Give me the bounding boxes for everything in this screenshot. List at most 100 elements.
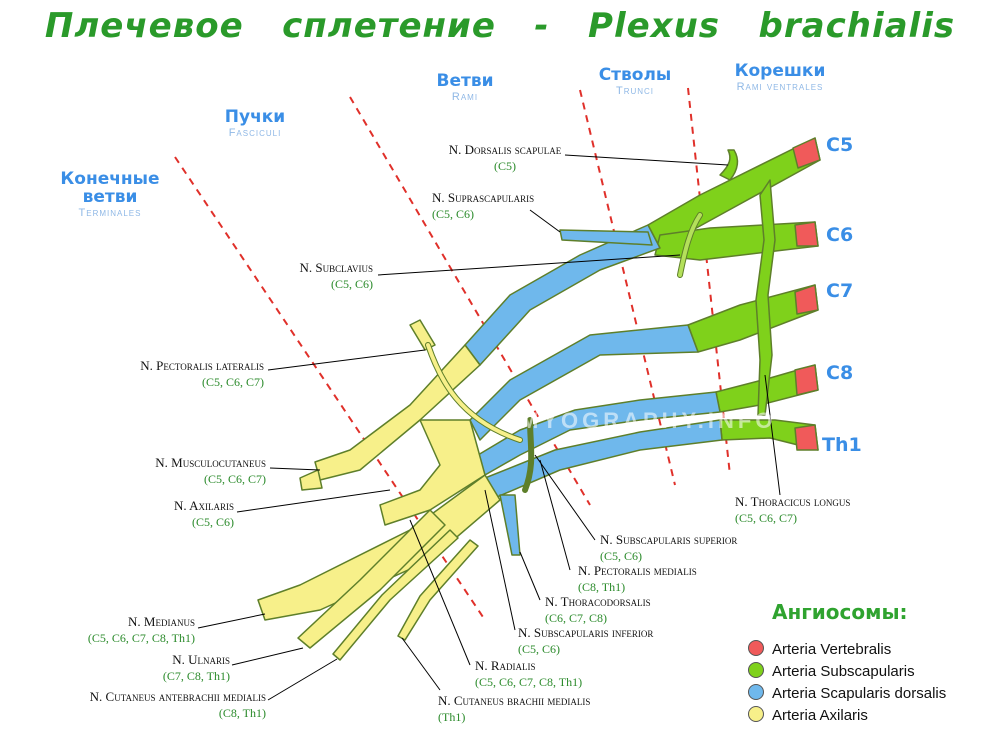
- label-pectoralis-lateralis-roots: (C5, C6, C7): [201, 375, 264, 389]
- legend-label-subscapularis: Arteria Subscapularis: [772, 663, 915, 680]
- legend-item-vertebralis: Arteria Vertebralis: [748, 640, 891, 658]
- legend-label-vertebralis: Arteria Vertebralis: [772, 641, 892, 658]
- ulnaris-branch: [297, 509, 446, 649]
- legend-swatch-scapularis-dorsalis: [748, 684, 764, 700]
- label-axilaris-roots: (C5, C6): [192, 515, 234, 529]
- cutaneus-brachii-branch: [397, 539, 479, 641]
- label-suprascapularis-roots: (C5, C6): [432, 207, 474, 221]
- root-label-th1: Th1: [822, 434, 862, 456]
- label-subscap-superior-name: N. Subscapularis superior: [600, 532, 738, 547]
- leader-subclavius: [377, 254, 681, 276]
- label-radialis-name: N. Radialis: [475, 658, 536, 673]
- label-subscap-inferior-name: N. Subscapularis inferior: [518, 625, 654, 640]
- legend-item-scapularis-dorsalis: Arteria Scapularis dorsalis: [748, 684, 946, 702]
- thin-branches-inner-yellow: [426, 343, 522, 442]
- pectoralis-medialis-nerve: [522, 417, 535, 493]
- musculocutaneus-end: [299, 469, 323, 491]
- page-title: Плечевое сплетение - Plexus brachialis: [44, 6, 956, 46]
- label-medianus: N. Medianus (C5, C6, C7, C8, Th1): [30, 614, 195, 646]
- label-dorsalis-scapulae-roots: (C5): [494, 159, 516, 173]
- thin-branches-inner: [678, 213, 702, 277]
- header-trunci-sub: Trunci: [615, 85, 655, 97]
- leader-musculocutaneus: [269, 467, 321, 471]
- leader-radialis: [409, 519, 471, 666]
- label-pectoralis-lateralis-name: N. Pectoralis lateralis: [140, 358, 264, 373]
- root-c7-tip: [794, 284, 819, 315]
- root-label-c8: C8: [826, 362, 854, 384]
- label-medianus-roots: (C5, C6, C7, C8, Th1): [87, 631, 195, 645]
- leader-medianus: [197, 613, 266, 629]
- legend-label-scapularis-dorsalis: Arteria Scapularis dorsalis: [772, 685, 947, 702]
- leader-subscap-superior: [534, 454, 596, 541]
- subclavius-nerve-inner: [678, 213, 702, 277]
- leader-cutaneus-brachii: [401, 637, 441, 691]
- suprascapularis-nerve: [559, 229, 653, 246]
- leader-dorsalis-scapulae: [564, 154, 729, 166]
- label-thoracicus-longus-name: N. Thoracicus longus: [735, 494, 851, 509]
- middle-trunk-cord: [469, 324, 699, 441]
- label-subclavius-name: N. Subclavius: [299, 260, 373, 275]
- label-medianus-name: N. Medianus: [128, 614, 195, 629]
- leader-thoracicus-longus: [764, 374, 781, 496]
- axilaris-zone: [257, 319, 501, 661]
- label-thoracicus-longus: N. Thoracicus longus (C5, C6, C7): [735, 494, 850, 526]
- header-trunci: Стволы Trunci: [580, 66, 690, 98]
- legend-swatch-subscapularis: [748, 662, 764, 678]
- label-thoracodorsalis-name: N. Thoracodorsalis: [545, 594, 651, 609]
- label-subscap-inferior: N. Subscapularis inferior (C5, C6): [518, 625, 653, 657]
- legend-item-axilaris: Arteria Axilaris: [748, 706, 868, 724]
- label-subscap-superior: N. Subscapularis superior (C5, C6): [600, 532, 737, 564]
- cutaneus-antebrachii-branch: [332, 529, 459, 661]
- label-ulnaris-name: N. Ulnaris: [172, 652, 230, 667]
- label-pectoralis-medialis-roots: (C8, Th1): [578, 580, 626, 594]
- header-roots-title: Корешки: [734, 61, 826, 81]
- header-fasciculi-sub: Fasciculi: [228, 127, 282, 139]
- label-axilaris: N. Axilaris (C5, C6): [110, 498, 234, 530]
- label-dorsalis-scapulae-name: N. Dorsalis scapulae: [448, 142, 562, 157]
- leader-pectoralis-medialis: [539, 459, 571, 571]
- header-terminal-sub: Terminales: [78, 207, 142, 219]
- header-roots-sub: Rami ventrales: [736, 81, 824, 93]
- legend-label-axilaris: Arteria Axilaris: [772, 707, 868, 724]
- label-radialis: N. Radialis (C5, C6, C7, C8, Th1): [475, 658, 582, 690]
- root-c5-tip: [792, 137, 821, 169]
- pectoral-loop-inner: [426, 343, 522, 442]
- label-suprascapularis-name: N. Suprascapularis: [432, 190, 535, 205]
- leader-suprascapularis: [529, 209, 561, 233]
- label-cutaneus-brachii: N. Cutaneus brachii medialis (Th1): [438, 693, 590, 725]
- label-thoracicus-longus-roots: (C5, C6, C7): [735, 511, 798, 525]
- label-cutaneus-antebrachii: N. Cutaneus antebrachii medialis (C8, Th…: [10, 689, 266, 721]
- dorsalis-scapulae-nerve: [719, 149, 739, 181]
- label-ulnaris: N. Ulnaris (C7, C8, Th1): [100, 652, 230, 684]
- legend-title: Ангиосомы:: [772, 600, 908, 624]
- root-label-c7: C7: [826, 280, 854, 302]
- medianus-branch: [257, 474, 501, 621]
- leader-thoracodorsalis: [519, 551, 541, 601]
- header-rami-title: Ветви: [436, 71, 494, 91]
- axilaris-branch: [379, 419, 486, 526]
- legend-item-subscapularis: Arteria Subscapularis: [748, 662, 915, 680]
- label-pectoralis-medialis: N. Pectoralis medialis (C8, Th1): [578, 563, 697, 595]
- watermark: MYOGRAPHY.INFO: [520, 408, 777, 433]
- label-thoracodorsalis-roots: (C6, C7, C8): [545, 611, 608, 625]
- header-fasciculi-title: Пучки: [224, 107, 286, 127]
- label-subscap-superior-roots: (C5, C6): [600, 549, 642, 563]
- header-trunci-title: Стволы: [598, 65, 672, 85]
- leader-subscap-inferior: [484, 489, 516, 631]
- legend-swatch-axilaris: [748, 706, 764, 722]
- header-fasciculi: Пучки Fasciculi: [200, 108, 310, 140]
- label-cutaneus-antebrachii-roots: (C8, Th1): [218, 706, 266, 720]
- label-subclavius: N. Subclavius (C5, C6): [238, 260, 373, 292]
- header-terminal: Конечные ветви Terminales: [40, 170, 180, 220]
- header-rami: Ветви Rami: [410, 72, 520, 104]
- divider-terminal-fasciculi: [174, 156, 486, 621]
- root-c6-tip: [794, 221, 819, 247]
- scapularis-dorsalis-zone: [464, 224, 723, 556]
- label-radialis-roots: (C5, C6, C7, C8, Th1): [475, 675, 583, 689]
- label-subclavius-roots: (C5, C6): [331, 277, 373, 291]
- label-cutaneus-antebrachii-name: N. Cutaneus antebrachii medialis: [89, 689, 266, 704]
- leader-lines: [197, 154, 781, 701]
- label-thoracodorsalis: N. Thoracodorsalis (C6, C7, C8): [545, 594, 651, 626]
- thoracicus-longus-path: [755, 179, 776, 416]
- label-ulnaris-roots: (C7, C8, Th1): [162, 669, 230, 683]
